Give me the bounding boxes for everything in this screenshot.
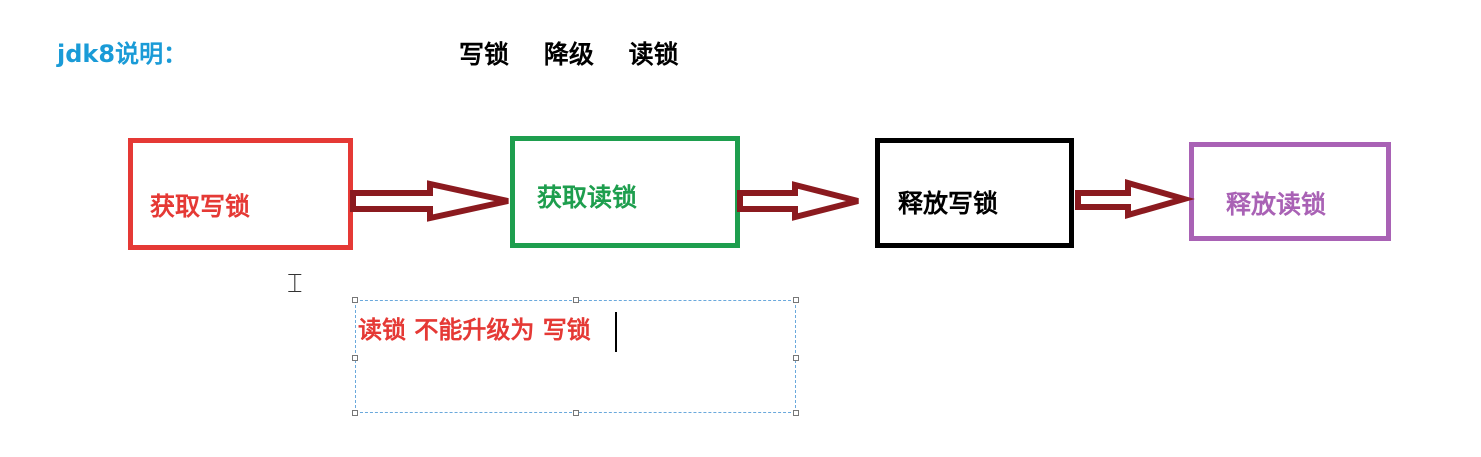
resize-handle-middle-left[interactable] — [352, 355, 358, 361]
acquire-write-lock-label: 获取写锁 — [150, 192, 251, 221]
acquire-read-lock-label: 获取读锁 — [537, 183, 638, 212]
arrow-1 — [350, 180, 509, 222]
resize-handle-top-middle[interactable] — [573, 297, 579, 303]
release-read-lock-box — [1189, 142, 1391, 241]
text-cursor-icon: ⌶ — [287, 269, 303, 299]
resize-handle-bottom-right[interactable] — [793, 410, 799, 416]
arrow-3 — [1075, 179, 1195, 219]
resize-handle-bottom-left[interactable] — [352, 410, 358, 416]
note-text[interactable]: 读锁 不能升级为 写锁 — [358, 316, 591, 344]
resize-handle-top-left[interactable] — [352, 297, 358, 303]
resize-handle-bottom-middle[interactable] — [573, 410, 579, 416]
resize-handle-middle-right[interactable] — [793, 355, 799, 361]
page-title: jdk8说明： — [57, 40, 188, 68]
release-read-lock-label: 释放读锁 — [1226, 190, 1327, 219]
text-caret — [615, 312, 617, 352]
arrow-2 — [737, 181, 859, 221]
release-write-lock-box — [875, 138, 1074, 248]
release-write-lock-label: 释放写锁 — [898, 189, 999, 218]
lock-downgrade-heading: 写锁 降级 读锁 — [459, 40, 679, 69]
resize-handle-top-right[interactable] — [793, 297, 799, 303]
